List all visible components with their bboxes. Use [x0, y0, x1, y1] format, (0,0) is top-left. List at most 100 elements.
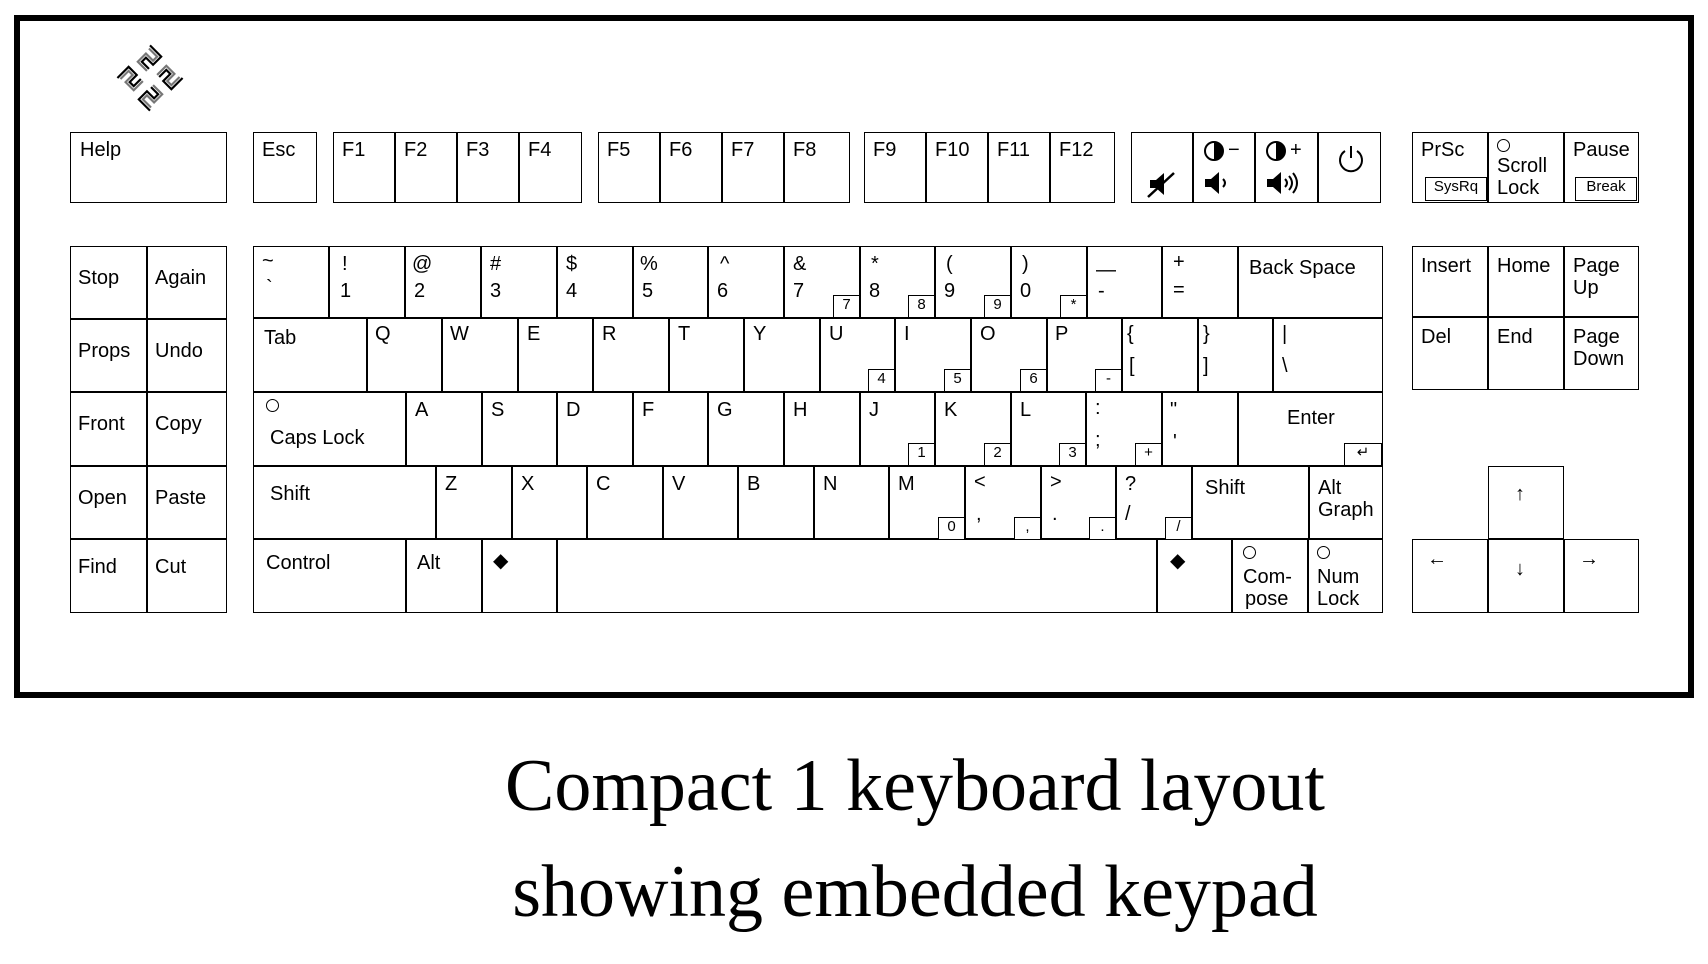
- key-rmeta[interactable]: ◆: [1157, 539, 1232, 613]
- key-f3[interactable]: F3: [457, 132, 519, 203]
- key-lbracket[interactable]: {[: [1122, 318, 1198, 392]
- key-y[interactable]: Y: [744, 318, 820, 392]
- key-f5[interactable]: F5: [598, 132, 660, 203]
- key-capslock[interactable]: Caps Lock: [253, 392, 406, 466]
- key-k6[interactable]: ^6: [708, 246, 784, 318]
- key-v[interactable]: V: [663, 466, 738, 539]
- key-bright-down[interactable]: −: [1193, 132, 1255, 203]
- key-tab[interactable]: Tab: [253, 318, 367, 392]
- key-f10[interactable]: F10: [926, 132, 988, 203]
- key-props[interactable]: Props: [70, 319, 147, 392]
- key-w[interactable]: W: [442, 318, 518, 392]
- key-copy[interactable]: Copy: [147, 392, 227, 466]
- key-slash[interactable]: ?//: [1116, 466, 1192, 540]
- key-f12[interactable]: F12: [1050, 132, 1115, 203]
- key-rbracket[interactable]: }]: [1198, 318, 1273, 392]
- key-del[interactable]: Del: [1412, 317, 1488, 390]
- key-control[interactable]: Control: [253, 539, 406, 613]
- key-mute[interactable]: [1131, 132, 1193, 203]
- key-end[interactable]: End: [1488, 317, 1564, 390]
- key-f1[interactable]: F1: [333, 132, 395, 203]
- key-power[interactable]: [1318, 132, 1381, 203]
- key-d[interactable]: D: [557, 392, 633, 466]
- key-bright-up[interactable]: +: [1255, 132, 1318, 203]
- key-backspace[interactable]: Back Space: [1238, 246, 1383, 318]
- key-compose[interactable]: Com-pose: [1232, 539, 1308, 613]
- key-e[interactable]: E: [518, 318, 593, 392]
- key-right[interactable]: →: [1564, 539, 1639, 613]
- key-c[interactable]: C: [587, 466, 663, 539]
- key-k2[interactable]: @2: [405, 246, 481, 318]
- key-f11[interactable]: F11: [988, 132, 1050, 203]
- key-k1[interactable]: !1: [329, 246, 405, 318]
- key-f[interactable]: F: [633, 392, 708, 466]
- key-cut[interactable]: Cut: [147, 539, 227, 613]
- key-stop[interactable]: Stop: [70, 246, 147, 319]
- key-insert[interactable]: Insert: [1412, 246, 1488, 317]
- key-b[interactable]: B: [738, 466, 814, 539]
- key-rshift[interactable]: Shift: [1192, 466, 1309, 539]
- key-up[interactable]: ↑: [1488, 466, 1564, 539]
- key-space[interactable]: [557, 539, 1157, 613]
- key-equal[interactable]: +=: [1162, 246, 1238, 318]
- key-backslash[interactable]: |\: [1273, 318, 1383, 392]
- key-lshift[interactable]: Shift: [253, 466, 436, 539]
- key-k3[interactable]: #3: [481, 246, 557, 318]
- key-undo[interactable]: Undo: [147, 319, 227, 392]
- key-comma[interactable]: <,,: [965, 466, 1041, 540]
- key-f7[interactable]: F7: [722, 132, 784, 203]
- key-paste[interactable]: Paste: [147, 466, 227, 539]
- key-period[interactable]: >..: [1041, 466, 1116, 540]
- key-p[interactable]: P-: [1047, 318, 1122, 392]
- key-a[interactable]: A: [406, 392, 482, 466]
- key-t[interactable]: T: [669, 318, 744, 392]
- key-k4[interactable]: $4: [557, 246, 633, 318]
- key-n[interactable]: N: [814, 466, 889, 539]
- key-f8[interactable]: F8: [784, 132, 850, 203]
- key-f2[interactable]: F2: [395, 132, 457, 203]
- key-f9[interactable]: F9: [864, 132, 926, 203]
- key-x[interactable]: X: [512, 466, 587, 539]
- key-esc[interactable]: Esc: [253, 132, 317, 203]
- key-quote[interactable]: "': [1162, 392, 1238, 466]
- key-semicolon[interactable]: :;+: [1086, 392, 1162, 466]
- key-g[interactable]: G: [708, 392, 784, 466]
- key-k0[interactable]: )0*: [1011, 246, 1087, 318]
- key-home[interactable]: Home: [1488, 246, 1564, 317]
- key-lmeta[interactable]: ◆: [482, 539, 557, 613]
- key-f6[interactable]: F6: [660, 132, 722, 203]
- key-alt[interactable]: Alt: [406, 539, 482, 613]
- key-tilde[interactable]: ~`: [253, 246, 329, 318]
- key-r[interactable]: R: [593, 318, 669, 392]
- key-s[interactable]: S: [482, 392, 557, 466]
- key-again[interactable]: Again: [147, 246, 227, 319]
- key-help[interactable]: Help: [70, 132, 227, 203]
- key-left[interactable]: ←: [1412, 539, 1488, 613]
- key-z[interactable]: Z: [436, 466, 512, 539]
- key-f4[interactable]: F4: [519, 132, 582, 203]
- key-enter[interactable]: Enter↵: [1238, 392, 1383, 466]
- key-q[interactable]: Q: [367, 318, 442, 392]
- key-h[interactable]: H: [784, 392, 860, 466]
- key-k5[interactable]: %5: [633, 246, 708, 318]
- key-open[interactable]: Open: [70, 466, 147, 539]
- key-down[interactable]: ↓: [1488, 539, 1564, 613]
- key-find[interactable]: Find: [70, 539, 147, 613]
